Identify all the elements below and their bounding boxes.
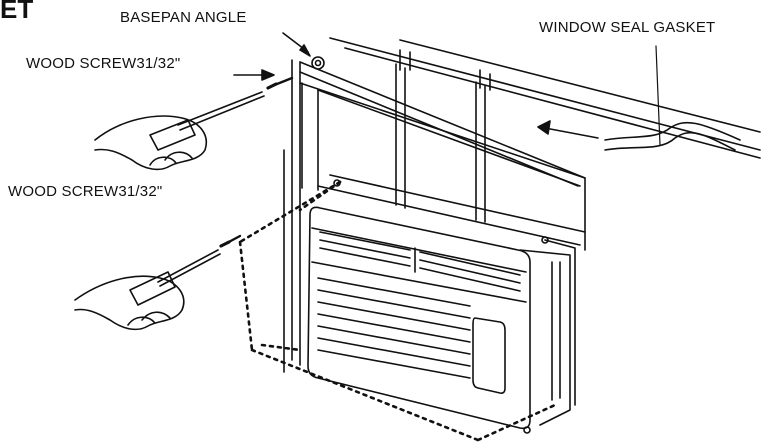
wood-screw-top xyxy=(266,76,294,90)
label-basepan-angle: BASEPAN ANGLE xyxy=(120,9,247,26)
screwdriver-top xyxy=(149,91,265,151)
screwdriver-bottom xyxy=(129,249,221,306)
air-conditioner-unit xyxy=(307,179,576,434)
hand-bottom xyxy=(74,275,185,331)
label-wood-screw-top: WOOD SCREW31/32" xyxy=(26,55,181,72)
wood-screw-bottom xyxy=(219,234,242,248)
sleeve-dotted-outline xyxy=(238,180,557,442)
window-frame xyxy=(283,37,761,373)
leader-arrows xyxy=(233,32,599,139)
label-wood-screw-bottom: WOOD SCREW31/32" xyxy=(8,183,163,200)
hand-top xyxy=(94,115,207,171)
basepan-angle-bolt xyxy=(311,56,325,70)
window-seal-gasket xyxy=(604,45,741,151)
corner-heading-fragment: ET xyxy=(0,0,34,24)
label-window-seal-gasket: WINDOW SEAL GASKET xyxy=(539,19,716,36)
